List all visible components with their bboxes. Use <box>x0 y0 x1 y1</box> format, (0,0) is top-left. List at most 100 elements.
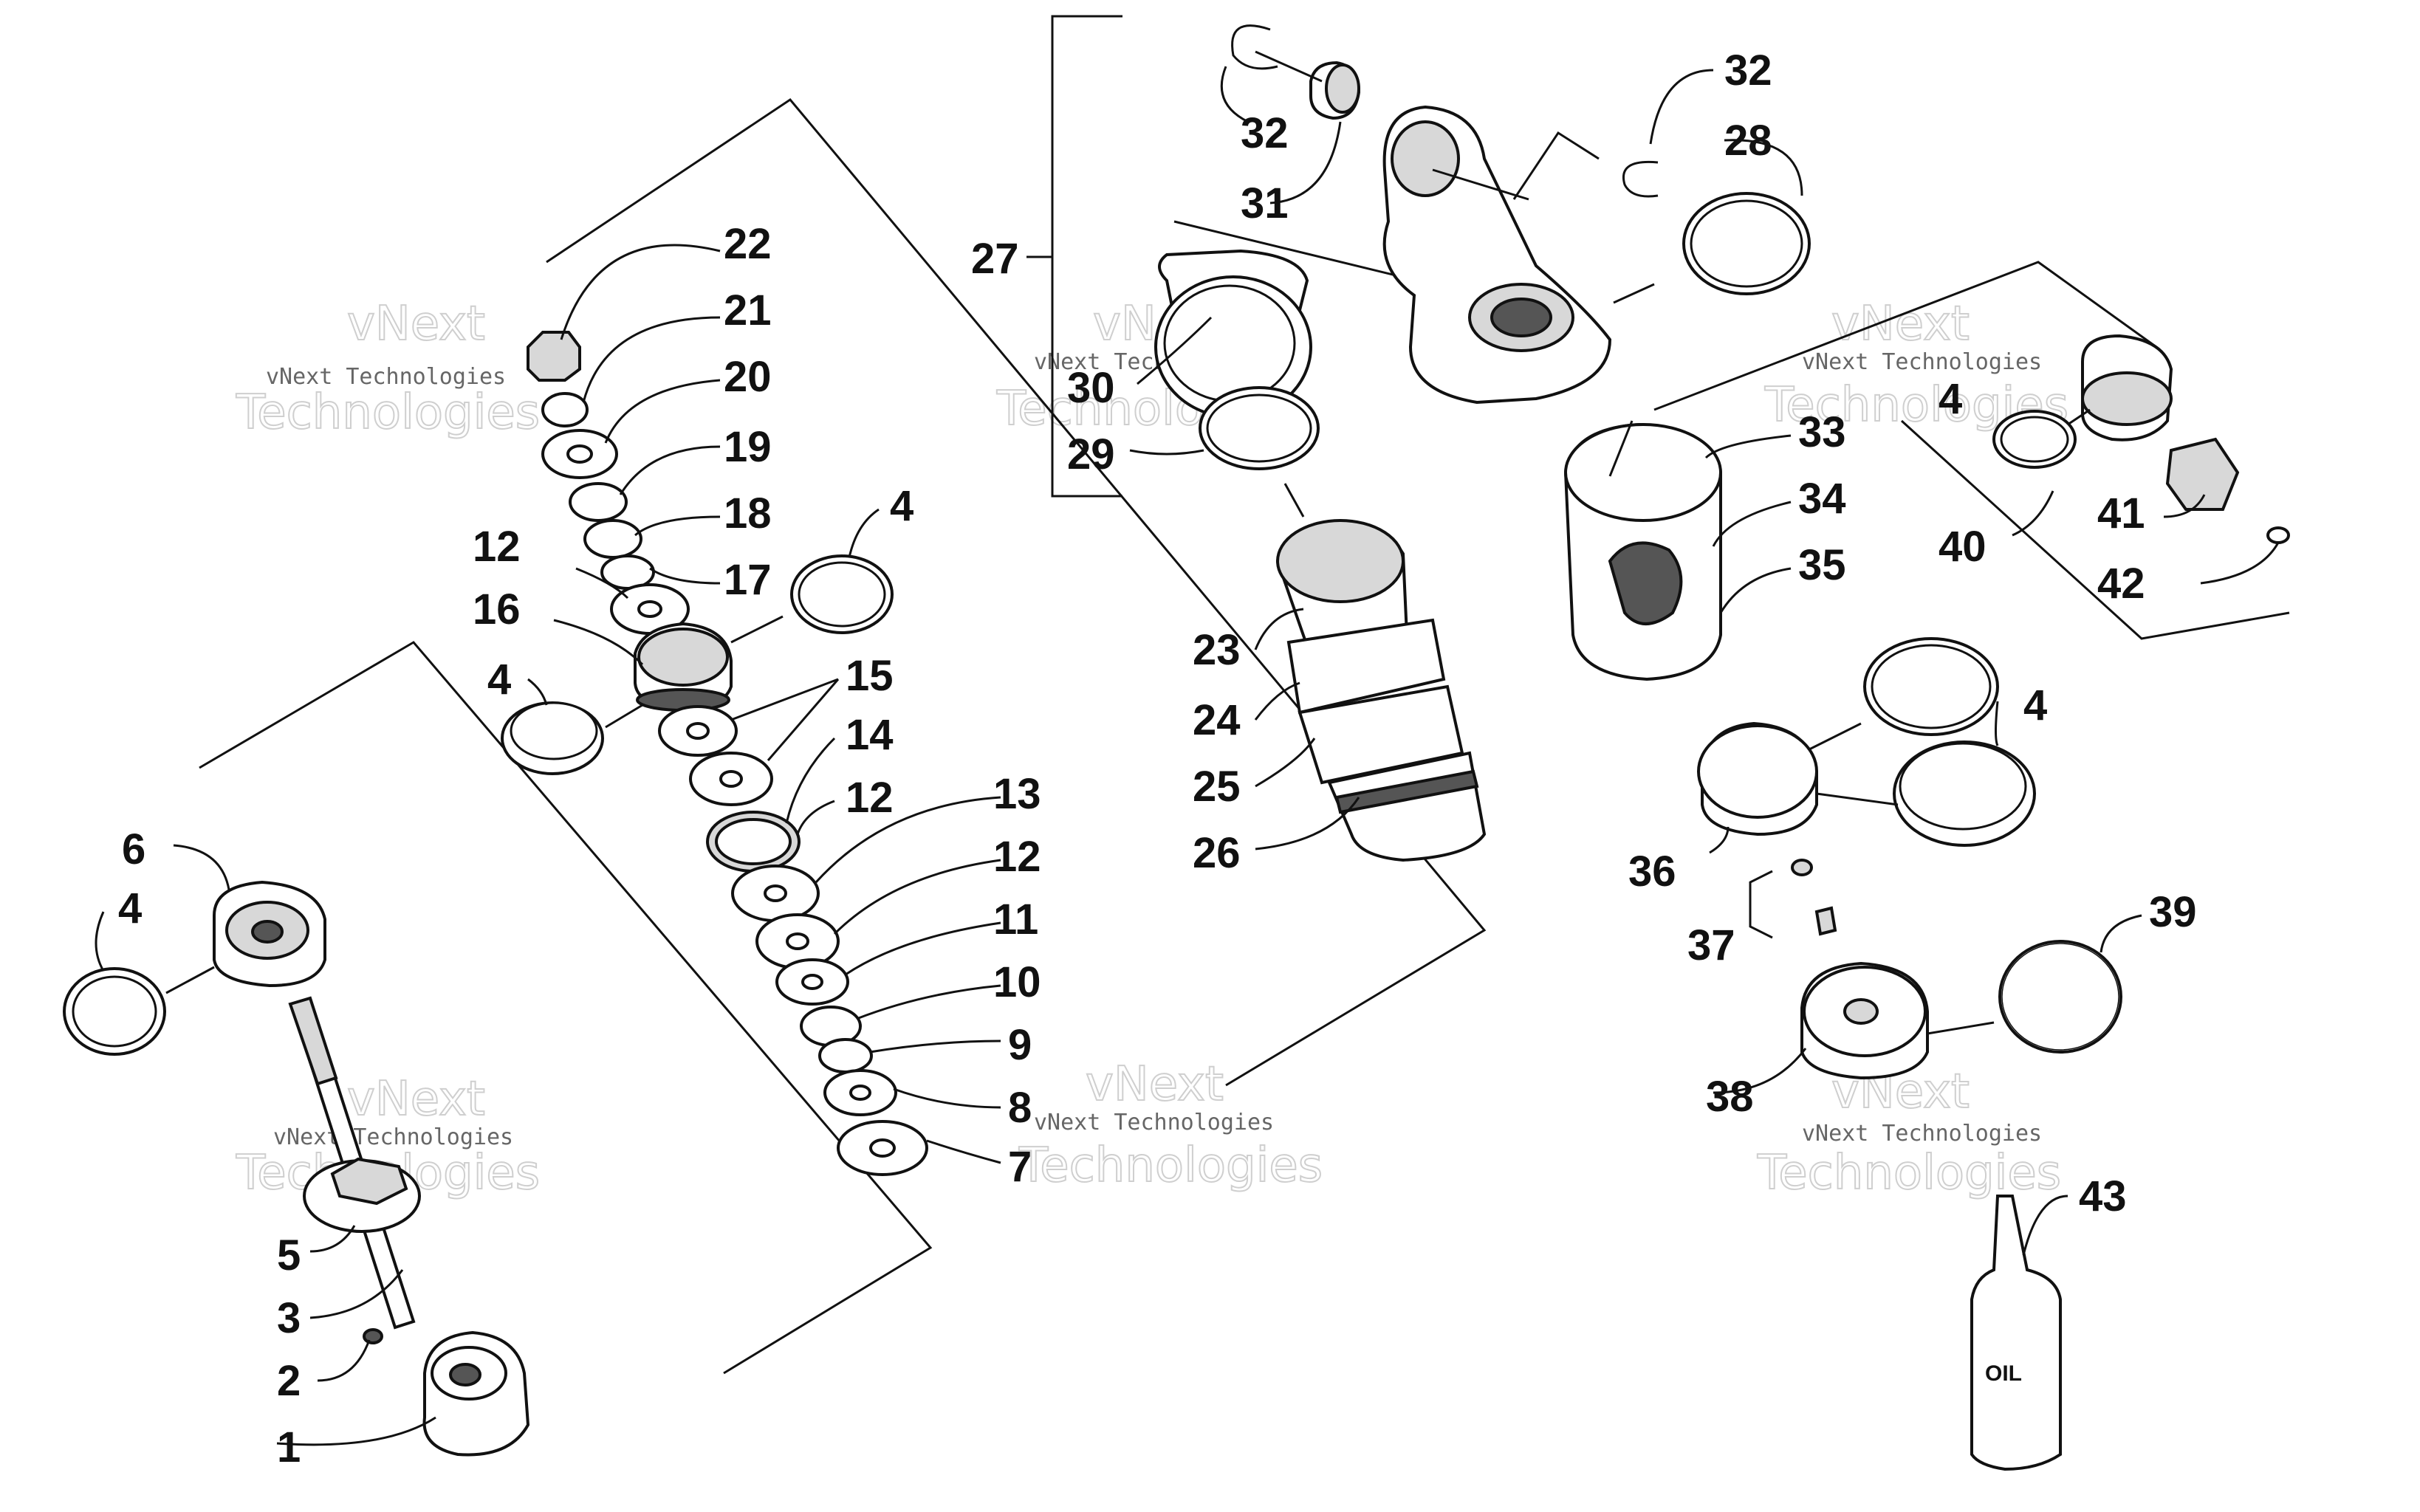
reservoir-head-assembly <box>1154 24 1811 470</box>
callout-1: 1 <box>277 1423 301 1471</box>
callout-39: 39 <box>2149 888 2197 936</box>
leader-13 <box>815 796 1001 884</box>
leader-15a <box>730 678 839 721</box>
callout-30: 30 <box>1067 364 1115 412</box>
leader-43 <box>2022 1195 2068 1256</box>
oil-bottle-label: OIL <box>1985 1361 2022 1386</box>
ring-39-line <box>1927 1021 1995 1035</box>
leader-1 <box>276 1416 436 1446</box>
callout-14: 14 <box>846 711 894 759</box>
part-40-thread <box>2081 371 2173 426</box>
part-12-shim-top-hole <box>637 600 662 618</box>
leader-11 <box>845 921 1001 976</box>
o-ring-28-line <box>1613 283 1655 304</box>
part-15-shim-b-hole <box>719 770 743 788</box>
part-40-line <box>2067 408 2091 426</box>
part-14-inner <box>715 818 792 865</box>
o-ring-4-adjuster-inner <box>2000 416 2069 463</box>
callout-6: 6 <box>122 825 145 873</box>
part-11-hole <box>801 974 823 990</box>
leader-14 <box>785 737 836 824</box>
frame-40-top <box>1653 261 2157 411</box>
leader-20 <box>604 379 721 444</box>
leader-18 <box>634 515 721 537</box>
leader-32a <box>1220 66 1249 123</box>
callout-22: 22 <box>724 220 772 268</box>
callout-4: 4 <box>487 656 511 704</box>
watermark-vnext: vNext <box>347 297 485 351</box>
leader-32b <box>1649 69 1714 145</box>
leader-39 <box>2099 914 2142 953</box>
leader-33 <box>1704 434 1792 459</box>
callout-24: 24 <box>1193 696 1241 744</box>
watermark-technologies: Technologies <box>1757 1146 2061 1200</box>
leader-12a <box>833 859 1001 935</box>
ring-39-inner <box>2001 943 2119 1051</box>
circlip-32-left <box>1231 24 1278 70</box>
leader-24 <box>1254 681 1300 721</box>
ifp-assembly <box>1697 637 2122 1080</box>
part-24-ring <box>1286 618 1446 715</box>
part-36-line <box>1816 792 1899 806</box>
part-16-line2 <box>605 704 643 729</box>
o-ring-4-left-inner <box>72 975 157 1048</box>
part-25-ring <box>1298 684 1464 785</box>
callout-33: 33 <box>1798 408 1846 456</box>
leader-16 <box>553 619 644 666</box>
callout-28: 28 <box>1724 117 1772 165</box>
callout-12: 12 <box>846 774 894 822</box>
callout-25: 25 <box>1193 763 1241 811</box>
part-31-face <box>1325 63 1360 114</box>
leader-41 <box>2163 494 2206 518</box>
head-line-a <box>1432 168 1529 201</box>
piston-band-4-inner <box>510 701 598 760</box>
callout-10: 10 <box>993 958 1041 1006</box>
leader-28 <box>1724 139 1803 196</box>
callout-9: 9 <box>1008 1021 1032 1069</box>
callout-19: 19 <box>724 423 772 471</box>
part-16-top <box>637 628 729 687</box>
oil-bottle: OIL <box>1970 1195 2062 1471</box>
leader-9 <box>869 1040 1001 1054</box>
frame-shaft-group <box>199 641 933 1375</box>
leader-35 <box>1719 567 1792 614</box>
watermark-text: vNext Technologies <box>266 364 506 390</box>
oil-bottle-body <box>1970 1195 2062 1471</box>
leader-4d <box>1995 701 1999 746</box>
leader-4a <box>95 911 105 972</box>
callout-34: 34 <box>1798 475 1846 523</box>
leader-2 <box>317 1339 371 1382</box>
main-body-assembly <box>1275 483 1487 862</box>
part-22-nut <box>527 331 581 382</box>
callout-labels: 1 2 3 4 5 6 7 8 9 10 11 12 13 12 14 15 4… <box>118 47 2197 1471</box>
callout-4: 4 <box>118 884 142 932</box>
watermark-technologies: Technologies <box>236 385 540 440</box>
head-line-b <box>1512 131 1600 200</box>
part-9-shim <box>818 1038 873 1073</box>
callout-31: 31 <box>1241 179 1289 227</box>
leader-40 <box>2012 490 2054 537</box>
o-ring-28-inner <box>1690 199 1803 288</box>
callout-40: 40 <box>1939 523 1987 571</box>
callout-18: 18 <box>724 489 772 537</box>
part-36-top <box>1697 724 1818 819</box>
callout-8: 8 <box>1008 1084 1032 1132</box>
watermark-vnext: vNext <box>1086 1057 1224 1112</box>
watermark-technologies: Technologies <box>1018 1138 1323 1193</box>
leader-17 <box>649 567 721 585</box>
leader-7 <box>926 1139 1001 1164</box>
watermark-text: vNext Technologies <box>1034 1110 1274 1135</box>
callout-36: 36 <box>1628 848 1676 896</box>
o-ring-29-inner <box>1206 394 1312 463</box>
watermark-vnext: vNext <box>347 1072 485 1127</box>
body-axis-line <box>1283 483 1305 518</box>
part-37-seal <box>1791 859 1813 876</box>
part-19-shim <box>569 482 628 522</box>
frame-40-bottom <box>1900 419 2290 640</box>
bracket-37 <box>1749 870 1773 939</box>
adjuster-assembly <box>1992 334 2290 544</box>
reservoir-cylinder <box>1563 420 1722 681</box>
leader-30 <box>1137 316 1213 385</box>
part-2-ball <box>363 1328 383 1344</box>
leader-3 <box>309 1269 404 1319</box>
